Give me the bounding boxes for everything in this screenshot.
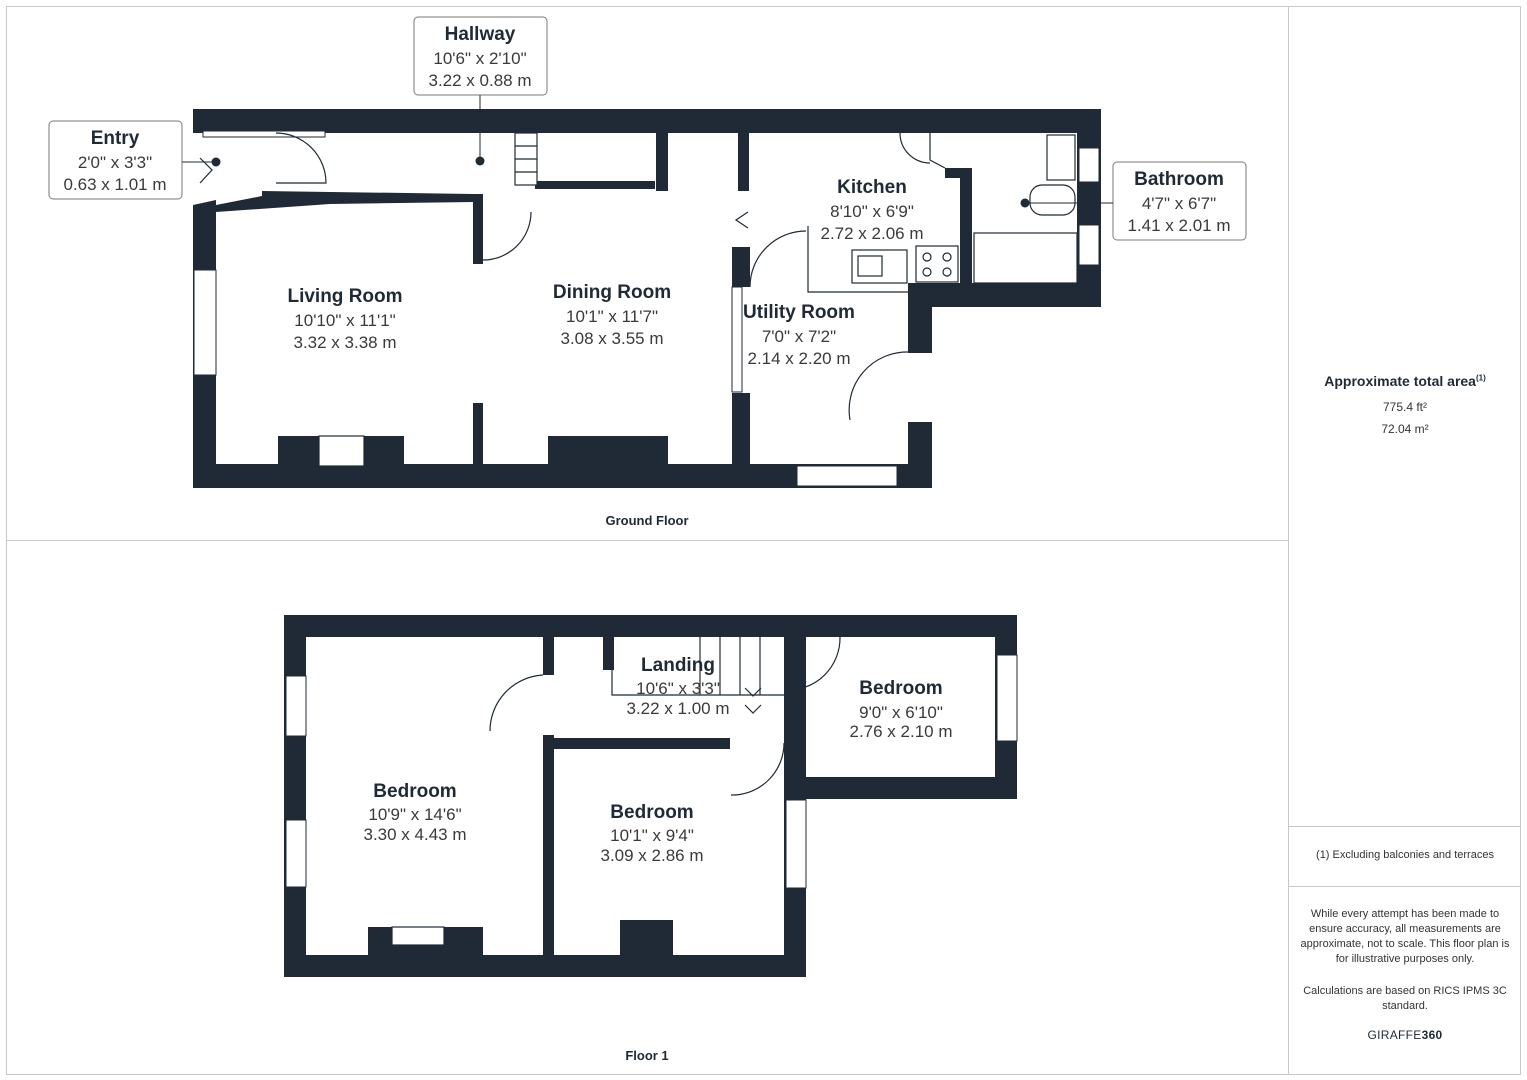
room-name: Living Room — [287, 286, 402, 307]
room-name: Landing — [641, 655, 715, 676]
brand-name: GIRAFFE — [1367, 1028, 1422, 1042]
hob — [915, 245, 959, 283]
room-dim-imperial: 9'0" x 6'10" — [859, 703, 943, 722]
brand-logo: GIRAFFE360 — [1290, 1028, 1520, 1042]
room-name: Bedroom — [859, 678, 942, 699]
room-label-living-room: Living Room 10'10" x 11'1" 3.32 x 3.38 m — [287, 286, 402, 352]
room-dim-metric: 0.63 x 1.01 m — [63, 175, 166, 194]
fireplace-living — [318, 435, 365, 467]
page-frames — [6, 6, 1521, 1075]
room-dim-imperial: 7'0" x 7'2" — [762, 327, 836, 346]
room-name: Kitchen — [837, 177, 907, 198]
room-label-dining-room: Dining Room 10'1" x 11'7" 3.08 x 3.55 m — [553, 282, 671, 348]
floor-title-ground: Ground Floor — [605, 513, 688, 528]
first-floor-walls — [284, 615, 1017, 977]
room-label-bathroom: Bathroom 4'7" x 6'7" 1.41 x 2.01 m — [1127, 169, 1230, 235]
ground-floor-windows — [193, 130, 1100, 487]
ground-floor-fixtures — [318, 132, 1078, 467]
room-dim-metric: 2.72 x 2.06 m — [820, 224, 923, 243]
room-name: Hallway — [445, 24, 516, 45]
room-dim-imperial: 10'1" x 9'4" — [610, 826, 694, 845]
room-name: Utility Room — [743, 302, 855, 323]
room-dim-metric: 3.08 x 3.55 m — [560, 329, 663, 348]
room-dim-imperial: 4'7" x 6'7" — [1142, 194, 1216, 213]
callout-leaders — [182, 95, 1113, 208]
room-dim-imperial: 10'6" x 2'10" — [433, 49, 526, 68]
first-floor-windows — [285, 654, 1018, 889]
room-dim-imperial: 10'6" x 3'3" — [636, 679, 720, 698]
basin — [1029, 184, 1076, 216]
room-dim-imperial: 8'10" x 6'9" — [830, 202, 914, 221]
room-label-utility-room: Utility Room 7'0" x 7'2" 2.14 x 2.20 m — [743, 302, 855, 368]
room-label-landing: Landing 10'6" x 3'3" 3.22 x 1.00 m — [626, 655, 729, 718]
total-area-m: 72.04 m² — [1381, 422, 1429, 436]
room-name: Bedroom — [373, 781, 456, 802]
room-dim-imperial: 10'9" x 14'6" — [368, 805, 461, 824]
room-dim-imperial: 10'10" x 11'1" — [294, 311, 395, 330]
toilet — [1046, 134, 1076, 181]
ground-floor-doors — [199, 132, 931, 421]
room-dim-metric: 3.22 x 1.00 m — [626, 699, 729, 718]
room-dim-metric: 3.32 x 3.38 m — [293, 333, 396, 352]
room-name: Dining Room — [553, 282, 671, 303]
room-dim-metric: 2.76 x 2.10 m — [849, 722, 952, 741]
room-label-kitchen: Kitchen 8'10" x 6'9" 2.72 x 2.06 m — [820, 177, 923, 243]
brand-number: 360 — [1421, 1028, 1443, 1042]
total-area-title: Approximate total area(1) — [1290, 373, 1520, 389]
room-dim-metric: 1.41 x 2.01 m — [1127, 216, 1230, 235]
callout-boxes — [48, 16, 1247, 241]
footnote-marker: (1) — [1475, 373, 1486, 383]
room-label-bedroom-middle: Bedroom 10'1" x 9'4" 3.09 x 2.86 m — [600, 802, 703, 865]
room-dim-metric: 3.30 x 4.43 m — [363, 825, 466, 844]
total-area-ft: 775.4 ft² — [1382, 400, 1428, 414]
room-dim-metric: 2.14 x 2.20 m — [747, 349, 850, 368]
disclaimer-text: While every attempt has been made to ens… — [1300, 908, 1510, 965]
area-footnote: (1) Excluding balconies and terraces — [1316, 849, 1494, 861]
room-name: Bedroom — [610, 802, 693, 823]
room-label-entry: Entry 2'0" x 3'3" 0.63 x 1.01 m — [63, 128, 166, 194]
room-label-bedroom-small: Bedroom 9'0" x 6'10" 2.76 x 2.10 m — [849, 678, 952, 741]
total-area-title-text: Approximate total area — [1324, 373, 1476, 389]
room-dim-metric: 3.09 x 2.86 m — [600, 846, 703, 865]
calculation-note: Calculations are based on RICS IPMS 3C s… — [1303, 985, 1507, 1012]
room-name: Bathroom — [1134, 169, 1224, 190]
bathtub — [973, 232, 1078, 284]
fireplace-bedroom — [391, 926, 445, 946]
room-dim-imperial: 2'0" x 3'3" — [78, 153, 152, 172]
room-dim-imperial: 10'1" x 11'7" — [566, 307, 658, 326]
floor-titles: Ground Floor Floor 1 — [605, 513, 688, 1063]
floor-title-first: Floor 1 — [625, 1048, 668, 1063]
first-floor-doors — [489, 636, 841, 796]
room-dim-metric: 3.22 x 0.88 m — [428, 71, 531, 90]
first-floor-fixtures — [391, 637, 784, 946]
room-label-hallway: Hallway 10'6" x 2'10" 3.22 x 0.88 m — [428, 24, 531, 90]
room-labels: Entry 2'0" x 3'3" 0.63 x 1.01 m Hallway … — [63, 24, 1230, 865]
room-name: Entry — [91, 128, 140, 149]
room-label-bedroom-large: Bedroom 10'9" x 14'6" 3.30 x 4.43 m — [363, 781, 466, 844]
